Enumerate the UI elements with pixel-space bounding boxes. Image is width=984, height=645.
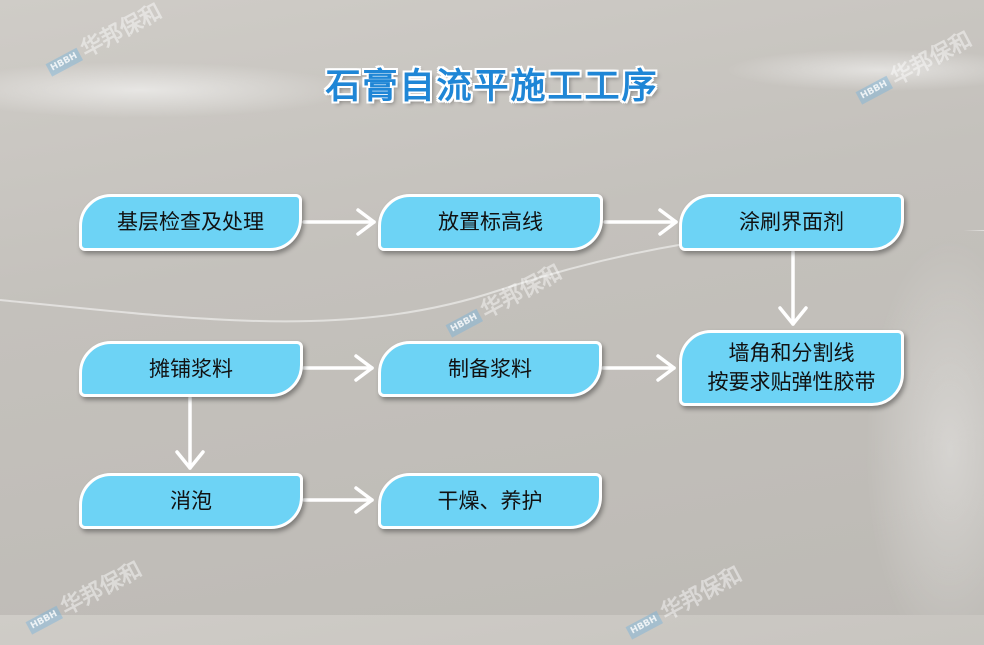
step-label: 干燥、养护 <box>437 488 543 513</box>
step-spread-slurry: 摊铺浆料 <box>79 341 303 397</box>
step-label: 消泡 <box>170 488 212 513</box>
watermark-logo: HBBH <box>625 610 663 640</box>
background-wave <box>0 230 984 323</box>
step-label: 涂刷界面剂 <box>739 210 844 234</box>
step-label: 制备浆料 <box>448 356 532 381</box>
step-base-inspection: 基层检查及处理 <box>79 194 302 251</box>
arrow-s3-s4 <box>778 250 808 326</box>
step-label: 放置标高线 <box>438 210 543 234</box>
step-defoam: 消泡 <box>79 473 303 529</box>
step-elastic-tape: 墙角和分割线按要求贴弹性胶带 <box>679 330 904 406</box>
step-prepare-slurry: 制备浆料 <box>378 341 602 397</box>
arrow-s5-s4 <box>601 354 676 382</box>
page-title: 石膏自流平施工工序 <box>325 67 659 107</box>
step-elevation-line: 放置标高线 <box>378 194 603 251</box>
flow-arrows <box>0 0 984 615</box>
step-dry-cure: 干燥、养护 <box>378 473 602 529</box>
arrow-s7-s8 <box>302 486 374 514</box>
step-label: 墙角和分割线按要求贴弹性胶带 <box>708 339 876 397</box>
step-label: 基层检查及处理 <box>117 210 264 234</box>
step-label: 摊铺浆料 <box>149 356 233 381</box>
arrow-s2-s3 <box>603 208 678 236</box>
step-label-line1: 墙角和分割线 <box>728 341 855 365</box>
arrow-s6-s5 <box>302 354 374 382</box>
arrow-s1-s2 <box>302 208 376 236</box>
arrow-s6-s7 <box>175 396 205 470</box>
step-label-line2: 按要求贴弹性胶带 <box>707 370 876 394</box>
step-interface-agent: 涂刷界面剂 <box>679 194 904 251</box>
